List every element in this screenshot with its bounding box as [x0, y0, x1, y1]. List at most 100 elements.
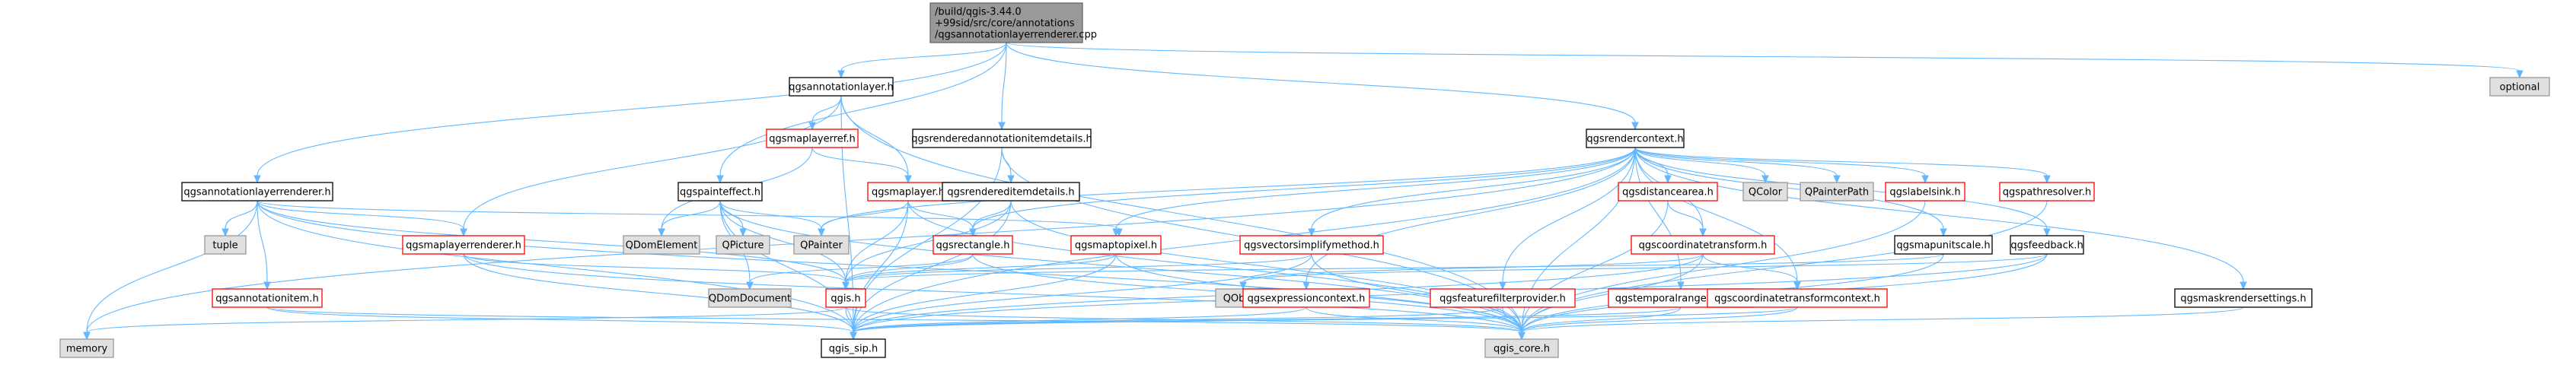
edge-root-to-qgsannotationlayer	[837, 42, 1007, 79]
node-box	[929, 2, 1083, 43]
node-label: qgsannotationitem.h	[215, 294, 318, 305]
node-box	[912, 129, 1092, 148]
edge-qgsrendercontext-to-qgsmaptopixel	[1112, 147, 1636, 237]
node-qgis_core: qgis_core.h	[1484, 338, 1559, 358]
edge-qgsannotationitem-to-qgis_core	[266, 306, 1526, 341]
node-qgspathresolver: qgspathresolver.h	[1999, 182, 2095, 202]
node-qgsrectangle: qgsrectangle.h	[933, 235, 1013, 255]
edge-qgsannotationlayerrenderer-to-memory	[83, 200, 258, 341]
node-tuple: tuple	[204, 235, 247, 255]
node-qgsrendereditemdetails[interactable]: qgsrendereditemdetails.h	[942, 182, 1080, 202]
node-box	[933, 235, 1013, 255]
node-label: QPicture	[722, 240, 764, 252]
node-box	[825, 288, 866, 308]
node-box	[1999, 182, 2095, 202]
node-qgspainteffect[interactable]: qgspainteffect.h	[677, 182, 763, 202]
node-label: qgslabelsink.h	[1889, 187, 1960, 198]
edge-qgsrendercontext-to-qgspathresolver	[1634, 147, 2051, 184]
node-box	[766, 129, 859, 148]
node-box	[1631, 235, 1775, 255]
node-box	[1430, 288, 1576, 308]
node-qgis_sip[interactable]: qgis_sip.h	[821, 338, 886, 358]
node-box	[1894, 235, 1993, 255]
node-qgsannotationitem: qgsannotationitem.h	[212, 288, 323, 308]
edge-qgsrectangle-to-QDomDocument	[746, 253, 974, 290]
node-label: qgsmapunitscale.h	[1896, 240, 1990, 252]
edge-qgscoordinatetransformcontext-to-qgis_sip	[850, 306, 1798, 341]
edge-qgspainteffect-to-QPainter	[719, 200, 825, 237]
node-label: qgsrendereditemdetails.h	[947, 187, 1074, 198]
node-label: qgsmaskrendersettings.h	[2180, 294, 2306, 305]
node-qgsrendercontext[interactable]: qgsrendercontext.h	[1586, 129, 1685, 148]
node-QPainter: QPainter	[793, 235, 850, 255]
node-qgscoordinatetransformcontext: qgscoordinatetransformcontext.h	[1707, 288, 1888, 308]
node-root[interactable]: /build/qgis-3.44.0+99sid/src/core/annota…	[929, 2, 1097, 43]
node-label: /build/qgis-3.44.0	[935, 7, 1022, 18]
node-label: optional	[2500, 82, 2540, 94]
node-qgscoordinatetransform: qgscoordinatetransform.h	[1631, 235, 1775, 255]
node-qgsmaplayerref: qgsmaplayerref.h	[766, 129, 859, 148]
node-qgsdistancearea: qgsdistancearea.h	[1618, 182, 1718, 202]
node-label: qgspathresolver.h	[2003, 187, 2091, 198]
node-box	[821, 338, 886, 358]
node-box	[1484, 338, 1559, 358]
node-label: qgsmaplayer.h	[872, 187, 945, 198]
node-box	[1239, 235, 1384, 255]
node-qgsannotationlayer[interactable]: qgsannotationlayer.h	[789, 77, 894, 97]
node-qgsfeaturefilterprovider: qgsfeaturefilterprovider.h	[1430, 288, 1576, 308]
node-box	[1586, 129, 1685, 148]
node-box	[204, 235, 247, 255]
node-QDomElement: QDomElement	[623, 235, 700, 255]
node-label: qgsdistancearea.h	[1622, 187, 1714, 198]
node-qgsrenderedannotationitemdetails[interactable]: qgsrenderedannotationitemdetails.h	[911, 129, 1092, 148]
edge-root-to-qgspainteffect	[716, 42, 1007, 184]
node-box	[1070, 235, 1162, 255]
node-label: qgsvectorsimplifymethod.h	[1244, 240, 1379, 252]
node-label: QPainterPath	[1805, 187, 1869, 198]
node-memory: memory	[59, 338, 114, 358]
node-box	[942, 182, 1080, 202]
edge-qgsrendercontext-to-qgslabelsink	[1634, 147, 1929, 184]
edge-qgsrendercontext-to-QPainterPath	[1634, 147, 1841, 184]
node-label: qgsrendercontext.h	[1586, 134, 1683, 145]
node-box	[2174, 288, 2313, 308]
node-qgsmapunitscale[interactable]: qgsmapunitscale.h	[1894, 235, 1993, 255]
edge-qgsmaplayer-to-QPainter	[818, 200, 909, 237]
edge-qgsannotationlayerrenderer-to-qgsmaplayerrenderer	[257, 200, 467, 237]
edge-qgscoordinatetransform-to-qgscoordinatetransformcontext	[1702, 253, 1801, 290]
edge-qgsmaskrendersettings-to-qgis_core	[1518, 306, 2244, 341]
node-qgsannotationlayerrenderer[interactable]: qgsannotationlayerrenderer.h	[181, 182, 333, 202]
node-box	[402, 235, 525, 255]
node-label: qgis_sip.h	[829, 344, 878, 355]
edge-qgslabelsink-to-qgis_core	[1518, 200, 1926, 341]
node-qgsvectorsimplifymethod: qgsvectorsimplifymethod.h	[1239, 235, 1384, 255]
node-box	[1800, 182, 1874, 202]
node-qgsfeedback[interactable]: qgsfeedback.h	[2010, 235, 2084, 255]
edge-qgsmaplayerref-to-qgsmaplayer	[811, 147, 912, 184]
edge-qgis-to-memory	[83, 306, 846, 341]
node-optional: optional	[2489, 77, 2550, 97]
node-box	[1885, 182, 1965, 202]
node-qgsmaplayerrenderer: qgsmaplayerrenderer.h	[402, 235, 525, 255]
node-qgsmaskrendersettings[interactable]: qgsmaskrendersettings.h	[2174, 288, 2313, 308]
node-label: qgsrectangle.h	[936, 240, 1009, 252]
edge-qgsannotationlayerrenderer-to-qgsannotationitem	[257, 200, 271, 290]
edge-qgsrendercontext-to-QColor	[1634, 147, 1769, 184]
edge-qgsannotationlayerrenderer-to-vector	[257, 200, 1123, 237]
node-label: qgsannotationlayer.h	[789, 82, 893, 94]
node-label: qgsmaptopixel.h	[1075, 240, 1157, 252]
edge-qgsrendercontext-to-qgsvectorsimplifymethod	[1308, 147, 1636, 237]
node-qgsmaplayer: qgsmaplayer.h	[867, 182, 949, 202]
node-label: QPainter	[800, 240, 843, 252]
edge-qgsdistancearea-to-qgscoordinatetransform	[1667, 200, 1707, 237]
edge-qgsexpressioncontext-to-qgis_sip	[850, 306, 1307, 341]
node-box	[793, 235, 850, 255]
edge-qgsannotationlayerrenderer-to-tuple	[222, 200, 258, 237]
node-box	[677, 182, 763, 202]
node-box	[2489, 77, 2550, 97]
node-box	[181, 182, 333, 202]
node-label: qgis.h	[831, 294, 860, 305]
node-label: qgsrenderedannotationitemdetails.h	[911, 134, 1092, 145]
node-qgslabelsink: qgslabelsink.h	[1885, 182, 1965, 202]
